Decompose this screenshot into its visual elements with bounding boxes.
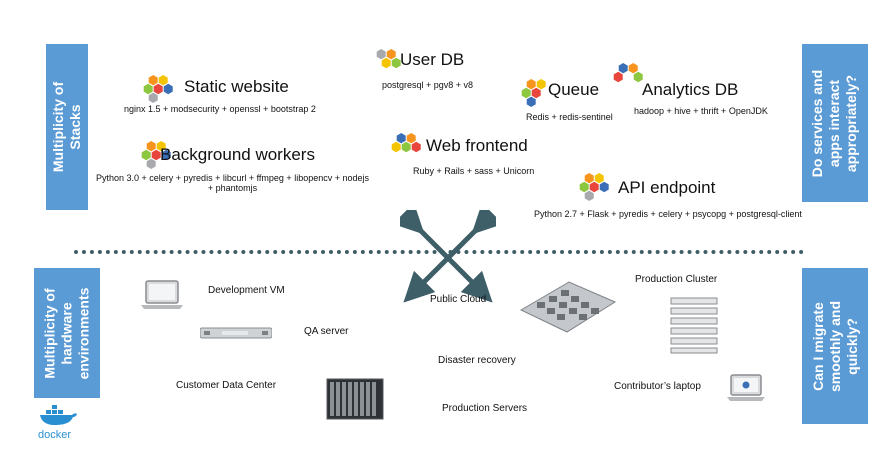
stack-components: Python 3.0 + celery + pyredis + libcurl … [96, 173, 369, 193]
stack-title: Static website [184, 77, 289, 96]
docker-wordmark: docker [38, 429, 72, 441]
env-customer-data-center: Customer Data Center [176, 380, 277, 391]
docker-logo: docker [38, 404, 78, 441]
stack-components: postgresql + pgv8 + v8 [382, 80, 474, 90]
hexagon-cluster-icon [612, 62, 646, 94]
stack-title: API endpoint [618, 178, 716, 197]
cloud-datacenter-icon [517, 278, 617, 334]
label-multiplicity-of-hardware: Multiplicity of hardware environments [34, 268, 100, 398]
stack-components: Ruby + Rails + sass + Unicorn [413, 166, 535, 176]
env-contributors-laptop: Contributor’s laptop [614, 381, 701, 392]
hexagon-cluster-icon [140, 140, 174, 172]
laptop-icon [726, 374, 766, 402]
label-migrate-quickly: Can I migrate smoothly and quickly? [802, 268, 868, 424]
label-services-interact: Do services and apps interact appropriat… [802, 44, 868, 202]
env-public-cloud: Public Cloud [430, 294, 487, 305]
server-stack-icon [669, 296, 719, 354]
hexagon-cluster-icon [370, 48, 404, 80]
env-production-cluster: Production Cluster [635, 274, 718, 285]
rack-server-icon [200, 326, 272, 340]
label-multiplicity-of-stacks: Multiplicity of Stacks [46, 44, 88, 210]
stack-components: nginx 1.5 + modsecurity + openssl + boot… [124, 104, 316, 114]
hexagon-cluster-icon [390, 132, 424, 164]
stack-components: Redis + redis-sentinel [526, 112, 613, 122]
env-disaster-recovery: Disaster recovery [438, 355, 516, 366]
stack-title: Background workers [160, 145, 315, 164]
hexagon-cluster-icon [578, 172, 612, 204]
hexagon-cluster-icon [520, 78, 554, 110]
crossed-arrows [400, 210, 496, 303]
stack-title: Analytics DB [642, 80, 739, 99]
stack-title: Web frontend [426, 136, 528, 155]
blade-server-icon [326, 378, 384, 420]
stack-components: hadoop + hive + thrift + OpenJDK [634, 106, 768, 116]
stack-title: User DB [400, 50, 465, 69]
env-qa-server: QA server [304, 326, 349, 337]
stack-title: Queue [548, 80, 600, 99]
env-production-servers: Production Servers [442, 403, 528, 414]
docker-whale-icon [40, 405, 77, 425]
hexagon-cluster-icon [142, 74, 176, 106]
env-development-vm: Development VM [208, 285, 285, 296]
laptop-icon [140, 280, 184, 310]
stack-components: Python 2.7 + Flask + pyredis + celery + … [534, 209, 802, 219]
